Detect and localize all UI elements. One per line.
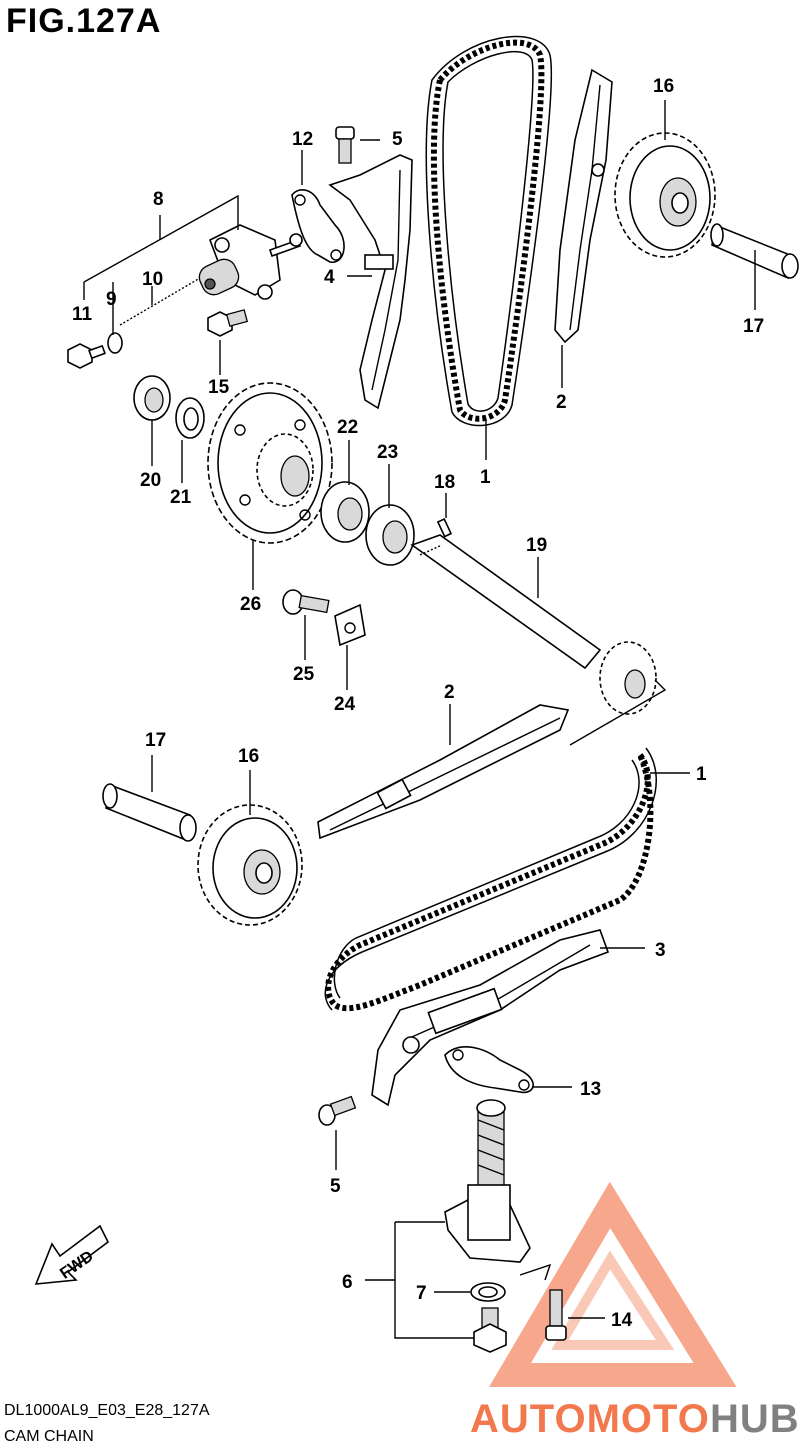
model-code: DL1000AL9_E03_E28_127A — [4, 1402, 210, 1419]
callout-15: 15 — [208, 377, 230, 398]
callout-7: 7 — [416, 1283, 427, 1304]
callout-16-lower: 16 — [238, 746, 259, 767]
gasket-13 — [444, 1046, 534, 1094]
callout-17-upper: 17 — [743, 316, 764, 337]
forward-direction-arrow: FWD — [34, 1224, 110, 1285]
callout-10: 10 — [142, 269, 163, 290]
callout-8: 8 — [153, 189, 164, 210]
callout-4: 4 — [324, 267, 335, 288]
chain-guide-lower — [317, 704, 570, 840]
callout-26: 26 — [240, 594, 261, 615]
dowel-pin-17-lower — [102, 783, 197, 842]
callout-22: 22 — [337, 417, 358, 438]
tensioner-cap-bolt — [473, 1307, 507, 1353]
callout-18: 18 — [434, 472, 455, 493]
tensioner-arm-lower — [371, 929, 610, 1107]
callout-19: 19 — [526, 535, 547, 556]
callout-2-upper: 2 — [556, 392, 567, 413]
callout-13: 13 — [580, 1079, 601, 1100]
tensioner-adjuster-upper — [67, 224, 303, 369]
oil-seal-20 — [133, 375, 171, 421]
bolt-5-upper — [335, 126, 355, 164]
bolt-5-lower — [318, 1095, 357, 1126]
watermark-text-2: HUB — [710, 1397, 800, 1441]
bearing-23 — [365, 504, 415, 566]
tensioner-arm-upper — [328, 154, 413, 410]
callout-17-lower: 17 — [145, 730, 166, 751]
diagram-caption: CAM CHAIN — [4, 1428, 94, 1445]
bolt-15 — [207, 309, 249, 337]
cam-chain-upper — [425, 35, 553, 427]
cam-chain-lower — [324, 747, 657, 1012]
callout-24: 24 — [334, 694, 356, 715]
callout-3: 3 — [655, 940, 666, 961]
callout-23: 23 — [377, 442, 398, 463]
callout-5-upper: 5 — [392, 129, 403, 150]
callout-5-lower: 5 — [330, 1176, 341, 1197]
idler-gear-26 — [207, 382, 333, 544]
callout-1-lower: 1 — [696, 764, 707, 785]
idler-shaft-19 — [410, 534, 667, 746]
screw-25 — [282, 589, 330, 615]
key-18 — [436, 517, 453, 538]
chain-guide-upper — [554, 68, 613, 344]
camshaft-gear-16-lower — [197, 804, 303, 926]
figure-title: FIG.127A — [6, 2, 162, 40]
callout-9: 9 — [106, 289, 117, 310]
callout-20: 20 — [140, 470, 161, 491]
callout-labels: 5 12 8 10 9 11 4 15 20 21 22 23 18 19 2 … — [72, 76, 764, 1331]
cam-chain-tensioner — [444, 1099, 552, 1281]
callout-21: 21 — [170, 487, 192, 508]
plate-24 — [334, 603, 366, 647]
watermark-text-1: AUTOMOTO — [470, 1397, 710, 1441]
camshaft-gear-16-upper — [614, 132, 716, 258]
leader-lines — [83, 100, 756, 1339]
callout-12: 12 — [292, 129, 313, 150]
callout-14: 14 — [611, 1310, 633, 1331]
washer-21 — [175, 397, 205, 439]
callout-11: 11 — [72, 304, 93, 325]
callout-1-upper: 1 — [480, 467, 491, 488]
washer-7 — [470, 1282, 506, 1302]
gasket-upper — [291, 189, 345, 263]
bearing-22 — [320, 481, 370, 543]
callout-16-upper: 16 — [653, 76, 674, 97]
callout-2-lower: 2 — [444, 682, 455, 703]
callout-25: 25 — [293, 664, 315, 685]
callout-6: 6 — [342, 1272, 353, 1293]
bolt-14 — [545, 1289, 567, 1341]
dowel-pin-17-upper — [710, 223, 799, 280]
